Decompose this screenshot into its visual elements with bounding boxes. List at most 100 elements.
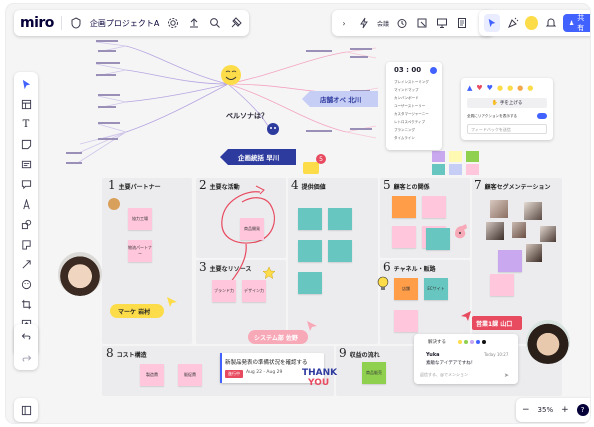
miro-logo[interactable]: miro [20,15,54,31]
celebrate-icon[interactable] [506,16,519,30]
timer-item[interactable]: タイムライン [394,136,415,140]
lightbulb-sticker[interactable] [376,276,390,292]
sticky-note[interactable] [490,274,514,296]
wow-icon[interactable]: ● [527,84,534,92]
sticky-note[interactable] [422,196,446,218]
timer-item[interactable]: カンバンボード [394,96,419,100]
heart-blue-icon[interactable]: ♥ [486,84,493,92]
mindmap-center[interactable]: ペルソナは？ [226,112,268,120]
task-card[interactable]: 新製品発表の準備状況を確認する 進行中 Aug 22 - Aug 29 [220,353,324,383]
reactions-panel[interactable]: ▲ ♥ ♥ ● ● ● ● ✋ 手を上げる 全員にリアクションを表示する フィー… [461,78,553,140]
star-sticker[interactable] [262,266,276,280]
integrations-icon[interactable] [229,16,243,30]
mini-sticky[interactable] [466,151,479,162]
timer-item[interactable]: レトロスペクティブ [394,120,426,124]
avatar-man[interactable] [58,252,102,296]
notification-icon[interactable] [544,16,557,30]
present-icon[interactable] [435,16,449,30]
comment-panel[interactable]: 解決する Yuka Today 10:27 素敵なアイデアですね！ 返信する、@… [414,334,518,384]
select-tool-icon[interactable] [18,76,34,92]
card-status[interactable]: 進行中 [225,370,243,378]
sticky-note[interactable]: ブランド力 [212,280,236,302]
board-title[interactable]: 企画プロジェクトA [89,18,160,28]
thank-you-sticker[interactable]: THANK YOU [302,368,337,388]
redo-icon[interactable] [18,350,34,366]
shapes-icon[interactable] [18,216,34,232]
text-tool-icon[interactable]: T [22,118,30,130]
feedback-input[interactable]: フィードバックを送信 [467,124,547,134]
timer-item[interactable]: ブレインストーミング [394,80,429,84]
show-reactions-toggle[interactable] [537,113,547,119]
timer-item[interactable]: ユーザーストーリー [394,104,426,108]
reaction-row[interactable]: ▲ ♥ ♥ ● ● ● ● [467,84,533,92]
cursor-select-icon[interactable] [484,14,501,32]
customer-photo[interactable] [490,200,508,218]
color-dots[interactable] [458,340,486,344]
label-plan[interactable]: 企画統括 早川 [238,154,280,162]
mini-sticky[interactable] [432,151,445,162]
laugh-icon[interactable]: ● [507,84,514,92]
mini-sticky[interactable] [449,151,462,162]
heart-icon[interactable]: ♥ [476,84,483,92]
send-icon[interactable]: ➤ [504,372,510,379]
whiteboard-canvas[interactable]: ペルソナは？ 店舗オペ 北川 企画統括 早川 5 [6,4,590,423]
label-ops[interactable]: 店舗オペ 北川 [320,96,362,104]
help-icon[interactable]: ? [576,404,589,416]
sticky-note[interactable]: 協力工場 [128,208,152,230]
mini-sticky[interactable] [449,164,462,175]
sticky-note[interactable] [298,208,322,230]
connector-icon[interactable] [18,256,34,272]
lightning-icon[interactable] [357,16,371,30]
sticky-note[interactable]: デザイン力 [242,280,266,302]
tag-marketing[interactable]: マーケ 岩村 [118,309,151,316]
thumbs-up-icon[interactable]: ▲ [467,84,473,92]
raise-hand-button[interactable]: ✋ 手を上げる [467,98,547,108]
sticky-note[interactable] [298,272,322,294]
sticky-note-icon[interactable] [18,136,34,152]
smiley-sticker[interactable] [220,64,242,86]
sticky-note[interactable] [394,310,418,332]
crop-icon[interactable] [18,296,34,312]
sticky-note[interactable] [328,240,352,262]
tag-sales[interactable]: 営業1課 山口 [476,321,513,328]
hand-sticker[interactable] [452,222,470,240]
timer-item[interactable]: マインドマップ [394,88,419,92]
sticky-note[interactable] [392,196,416,218]
chevron-right-icon[interactable]: › [342,18,346,28]
sticky-note[interactable]: 商品販売 [362,362,386,384]
timer-display[interactable]: 03 : 00 [394,66,422,74]
sticky-note[interactable]: ECサイト [424,278,448,300]
panel-toggle-button[interactable] [14,398,38,422]
timer-item[interactable]: プランニング [394,128,415,132]
avatar-woman[interactable] [526,320,570,364]
comment-bubble-icon[interactable] [303,162,319,174]
zoom-in-button[interactable]: + [561,405,569,415]
settings-icon[interactable] [166,16,180,30]
zoom-out-button[interactable]: − [522,405,530,415]
customer-photo[interactable] [486,222,504,240]
pen-tool-icon[interactable] [18,196,34,212]
card-tool-icon[interactable] [18,156,34,172]
customer-photo[interactable] [512,222,526,238]
user-avatar-icon[interactable] [525,16,539,30]
timer-panel[interactable]: 03 : 00 ブレインストーミング マインドマップ カンバンボード ユーザース… [386,62,442,150]
mini-sticky[interactable] [432,164,445,175]
meeting-label[interactable]: 会議 [377,20,390,28]
board-icon[interactable] [69,16,83,30]
sticky-note[interactable] [426,228,450,250]
timer-item[interactable]: カスタマージャーニー [394,112,429,116]
sticky-note[interactable]: 製造費 [140,364,164,386]
search-icon[interactable] [208,16,222,30]
sticky-note[interactable]: 販促費 [178,364,202,386]
templates-icon[interactable] [18,96,34,112]
sticky-note[interactable] [298,240,322,262]
emoji-icon[interactable] [18,276,34,292]
sticky-note[interactable]: 物流パートナー [128,240,152,262]
share-button[interactable]: ♟ 共有 [562,14,590,32]
upload-icon[interactable] [187,16,201,30]
sticky-note[interactable]: 店舗 [394,278,418,300]
sticky-note[interactable] [498,250,522,272]
notes-icon[interactable] [455,16,469,30]
frame-tool-icon[interactable] [18,236,34,252]
customer-photo[interactable] [540,226,556,242]
